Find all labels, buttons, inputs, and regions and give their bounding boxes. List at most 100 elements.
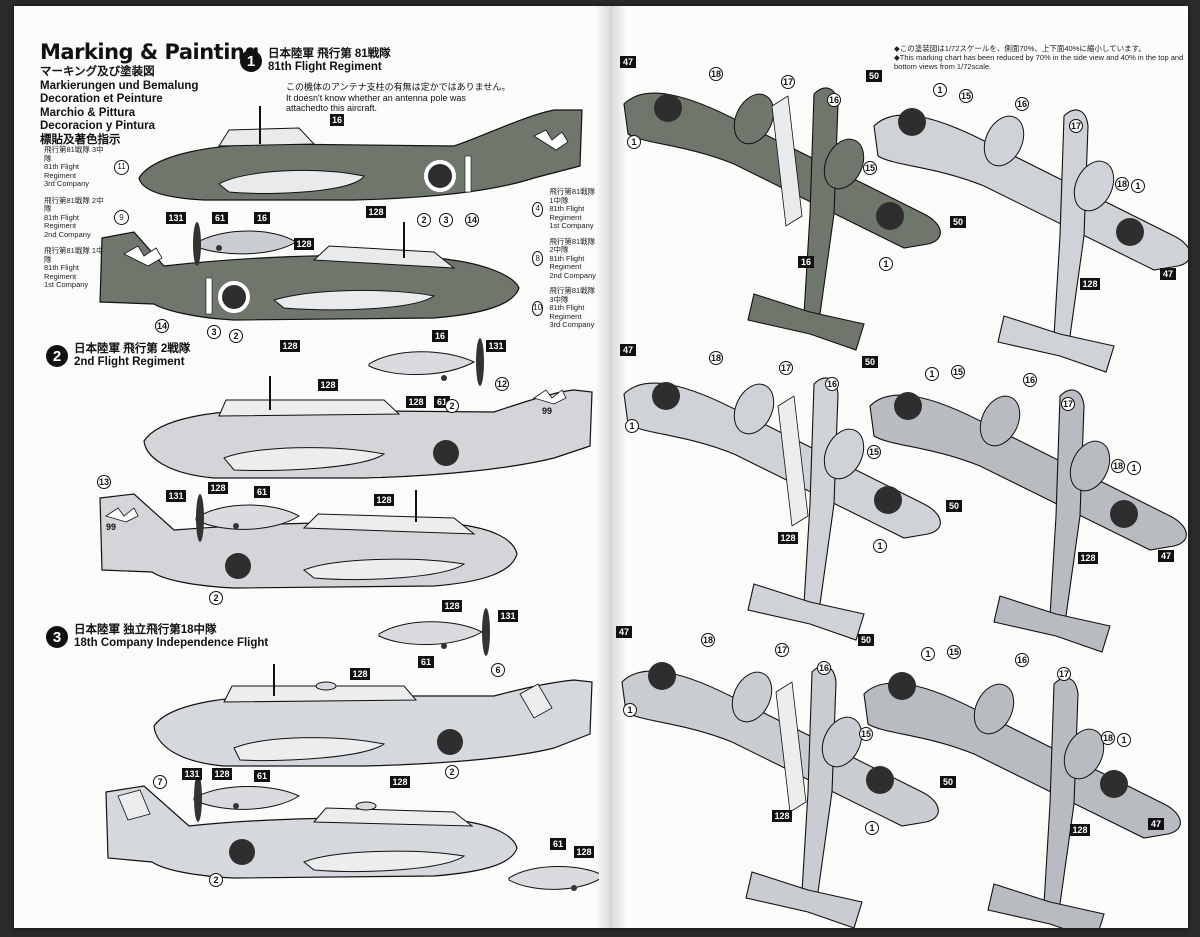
section-number-badge: 3 bbox=[46, 626, 68, 648]
svg-text:128: 128 bbox=[444, 601, 459, 611]
svg-text:61: 61 bbox=[215, 213, 225, 223]
svg-text:50: 50 bbox=[869, 71, 879, 81]
svg-text:128: 128 bbox=[392, 777, 407, 787]
callout-1: 1 bbox=[925, 367, 939, 381]
callout-number: 9 bbox=[114, 210, 129, 226]
callout-15: 15 bbox=[947, 645, 961, 659]
callout-16: 16 bbox=[1015, 653, 1029, 667]
svg-text:1: 1 bbox=[627, 705, 632, 715]
svg-text:16: 16 bbox=[257, 213, 267, 223]
engine-nacelle-detail bbox=[368, 338, 484, 386]
instruction-sheet: Marking & Painting マーキング及び塗装図 Markierung… bbox=[14, 6, 1188, 928]
right-page: ◆この塗装図は1/72スケールを、側面70%、上下面40%に縮小しています。 ◆… bbox=[612, 6, 1188, 928]
svg-text:16: 16 bbox=[1017, 655, 1027, 665]
hinomaru-insignia bbox=[229, 839, 255, 865]
left-page: Marking & Painting マーキング及び塗装図 Markierung… bbox=[14, 6, 599, 928]
antenna-note: この機体のアンテナ支柱の有無は定かではありません。 It doesn't kno… bbox=[286, 82, 511, 113]
page-title: Marking & Painting bbox=[40, 40, 259, 64]
callout-number: 10 bbox=[532, 300, 544, 316]
aircraft-bottom-view-81th bbox=[873, 108, 1188, 373]
svg-text:16: 16 bbox=[1025, 375, 1035, 385]
callout-128: 128 bbox=[374, 494, 394, 506]
callout-16: 16 bbox=[817, 661, 831, 675]
callout-50: 50 bbox=[862, 356, 878, 368]
callout-3: 3 bbox=[207, 325, 221, 339]
svg-text:16: 16 bbox=[1017, 99, 1027, 109]
callout-1: 1 bbox=[921, 647, 935, 661]
callout-128: 128 bbox=[280, 340, 300, 352]
tiger-emblem bbox=[519, 683, 553, 719]
hinomaru-insignia bbox=[437, 729, 463, 755]
callout-14: 14 bbox=[155, 319, 169, 333]
callout-128: 128 bbox=[294, 238, 314, 250]
callout-61: 61 bbox=[550, 838, 566, 850]
section-2-heading: 2 日本陸軍 飛行第 2戦隊 2nd Flight Regiment bbox=[46, 343, 190, 369]
svg-text:131: 131 bbox=[168, 491, 183, 501]
svg-text:2: 2 bbox=[449, 401, 454, 411]
scale-note: ◆この塗装図は1/72スケールを、側面70%、上下面40%に縮小しています。 ◆… bbox=[894, 44, 1184, 71]
svg-text:61: 61 bbox=[421, 657, 431, 667]
tail-code: 99 bbox=[106, 522, 116, 532]
callout-131: 131 bbox=[166, 490, 186, 502]
svg-text:14: 14 bbox=[157, 321, 167, 331]
callout-128: 128 bbox=[208, 482, 228, 494]
callout-number: 11 bbox=[114, 159, 129, 175]
section-title-en: 2nd Flight Regiment bbox=[74, 356, 185, 368]
aircraft-side-view-81-a bbox=[138, 106, 583, 201]
callout-7: 7 bbox=[153, 775, 167, 789]
callout-3: 3 bbox=[439, 213, 453, 227]
svg-text:128: 128 bbox=[214, 769, 229, 779]
svg-text:3: 3 bbox=[443, 215, 448, 225]
callout-15: 15 bbox=[859, 727, 873, 741]
svg-text:2: 2 bbox=[233, 331, 238, 341]
svg-text:13: 13 bbox=[99, 477, 109, 487]
svg-text:17: 17 bbox=[1059, 669, 1069, 679]
svg-text:18: 18 bbox=[1103, 733, 1113, 743]
svg-text:3: 3 bbox=[211, 327, 216, 337]
svg-text:1: 1 bbox=[877, 541, 882, 551]
callout-1: 1 bbox=[623, 703, 637, 717]
svg-text:128: 128 bbox=[1080, 553, 1095, 563]
callout-15: 15 bbox=[867, 445, 881, 459]
callout-1: 1 bbox=[873, 539, 887, 553]
callout-2: 2 bbox=[209, 591, 223, 605]
callout-number: 8 bbox=[532, 251, 544, 267]
svg-text:1: 1 bbox=[883, 259, 888, 269]
section-number-badge: 2 bbox=[46, 345, 68, 367]
svg-text:128: 128 bbox=[320, 380, 335, 390]
tiger-emblem bbox=[117, 789, 151, 821]
callout-1: 1 bbox=[625, 419, 639, 433]
callout-17: 17 bbox=[1057, 667, 1071, 681]
callout-50: 50 bbox=[946, 500, 962, 512]
svg-text:15: 15 bbox=[953, 367, 963, 377]
engine-nacelle-detail bbox=[378, 608, 490, 656]
svg-text:14: 14 bbox=[467, 215, 477, 225]
callout-128: 128 bbox=[406, 396, 426, 408]
callout-128: 128 bbox=[366, 206, 386, 218]
svg-text:2: 2 bbox=[213, 875, 218, 885]
svg-text:50: 50 bbox=[865, 357, 875, 367]
svg-text:17: 17 bbox=[1071, 121, 1081, 131]
callout-16: 16 bbox=[330, 114, 344, 126]
svg-text:16: 16 bbox=[801, 257, 811, 267]
callout-13: 13 bbox=[97, 475, 111, 489]
svg-text:15: 15 bbox=[949, 647, 959, 657]
svg-text:128: 128 bbox=[296, 239, 311, 249]
hinomaru-insignia bbox=[433, 440, 459, 466]
svg-text:131: 131 bbox=[168, 213, 183, 223]
callout-18: 18 bbox=[709, 67, 723, 81]
callout-17: 17 bbox=[775, 643, 789, 657]
plan-view-drawings: 47 50 50 16 128 47 47 50 50 128 128 47 4… bbox=[616, 56, 1188, 928]
svg-text:128: 128 bbox=[376, 495, 391, 505]
svg-text:47: 47 bbox=[1161, 551, 1171, 561]
side-view-drawings: 16 128 131 61 16 128 128 16 131 128 61 1… bbox=[97, 106, 599, 891]
callout-128: 128 bbox=[350, 668, 370, 680]
callout-131: 131 bbox=[166, 212, 186, 224]
svg-text:17: 17 bbox=[781, 363, 791, 373]
callout-17: 17 bbox=[1061, 397, 1075, 411]
callout-1: 1 bbox=[627, 135, 641, 149]
